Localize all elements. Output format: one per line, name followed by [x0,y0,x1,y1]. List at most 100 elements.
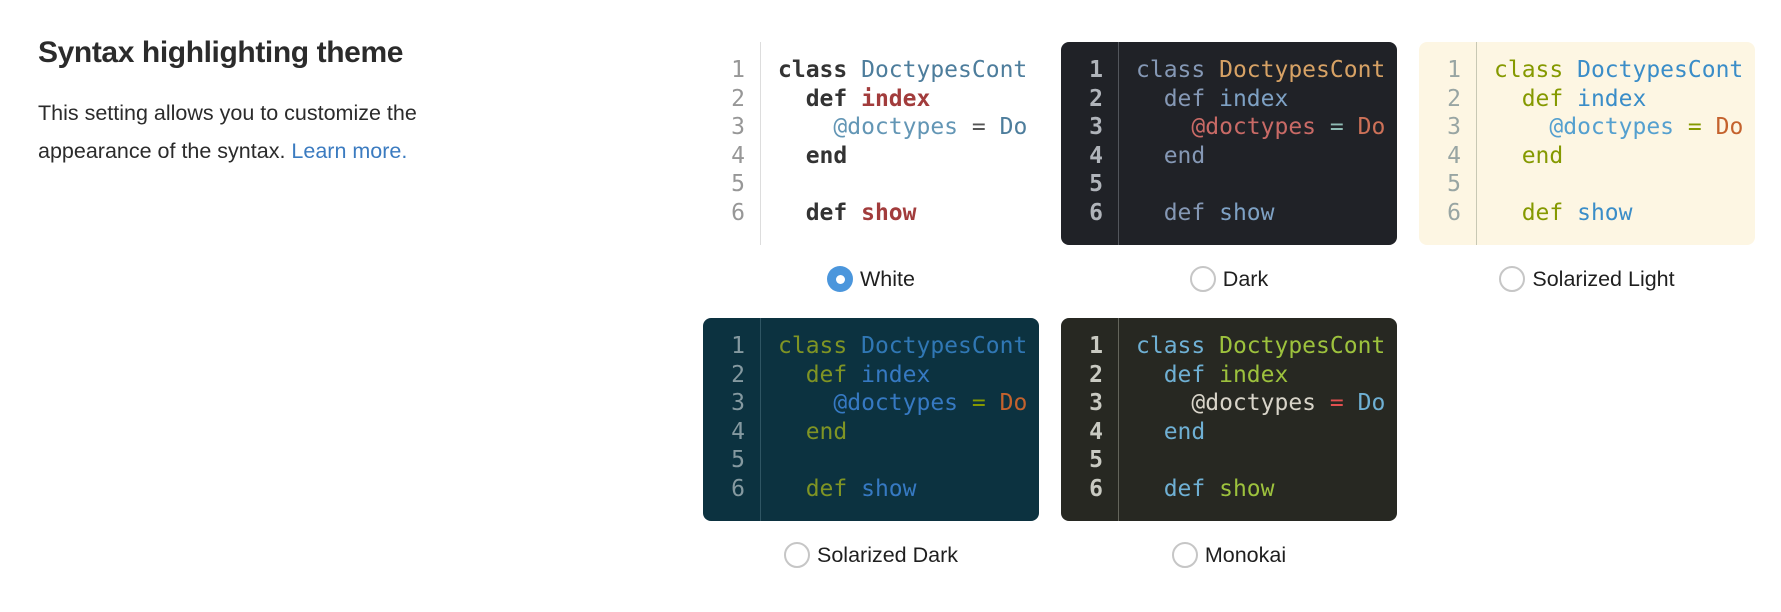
code-text: @doctypes = Do [1549,114,1744,140]
line-number: 5 [1447,171,1461,197]
line-number: 1 [1089,333,1103,359]
line-number: 5 [1089,171,1103,197]
code-text: @doctypes = Do [833,114,1028,140]
code-line: 1 class DoctypesCont [703,332,1039,361]
code-text: def index [805,85,931,112]
code-text: end [805,142,848,169]
code-text: def show [1163,475,1275,502]
code-text: def index [1521,85,1647,112]
code-text: @doctypes = Do [1191,390,1386,416]
code-line: 2 def index [1061,361,1397,390]
line-number: 3 [731,390,745,416]
code-text: def show [1521,199,1633,226]
line-number: 4 [1447,142,1461,169]
theme-label-solarized-light[interactable]: Solarized Light [1532,266,1675,291]
radio-dark-unselected[interactable] [1189,266,1216,292]
code-line: 4 end [1061,418,1397,447]
code-text: def show [805,199,917,226]
section-title: Syntax highlighting theme [38,36,404,69]
code-line: 4 end [1061,142,1397,171]
code-text: class DoctypesCont [1136,333,1386,359]
line-number: 1 [731,333,745,359]
theme-choice-solarized-dark[interactable]: Solarized Dark [703,538,1039,572]
theme-label-white[interactable]: White [860,266,915,291]
theme-label-solarized-dark[interactable]: Solarized Dark [817,542,958,567]
code-text: class DoctypesCont [778,57,1028,83]
radio-solarized-light-unselected[interactable] [1499,266,1526,292]
code-line: 3 @doctypes = Do [703,389,1039,418]
line-number: 5 [1089,447,1103,473]
theme-choice-solarized-light[interactable]: Solarized Light [1419,262,1755,296]
code-line: 1 class DoctypesCont [703,56,1039,85]
code-text [745,446,778,475]
code-text: def show [805,475,917,502]
gutter-divider [1118,318,1119,521]
theme-choice-dark[interactable]: Dark [1061,262,1397,296]
line-number: 6 [1447,199,1461,226]
code-line: 6 def show [703,199,1039,228]
code-text: end [1521,142,1564,169]
line-number: 3 [731,114,745,140]
section-description: This setting allows you to customize the… [38,94,518,170]
code-line: 5 [1419,170,1755,199]
theme-choice-monokai[interactable]: Monokai [1061,538,1397,572]
code-text: class DoctypesCont [778,333,1028,359]
line-number: 1 [731,57,745,83]
code-line: 6 def show [1061,475,1397,504]
line-number: 3 [1089,114,1103,140]
radio-white-selected[interactable] [827,266,854,292]
theme-label-monokai[interactable]: Monokai [1204,542,1287,567]
code-text [1103,446,1136,475]
line-number: 1 [1089,57,1103,83]
line-number: 4 [1089,418,1103,445]
line-number: 4 [731,418,745,445]
code-line: 3 @doctypes = Do [703,113,1039,142]
learn-more-link[interactable]: Learn more. [291,139,408,163]
line-number: 5 [731,171,745,197]
line-number: 6 [1089,199,1103,226]
code-line: 3 @doctypes = Do [1419,113,1755,142]
radio-solarized-dark-unselected[interactable] [784,542,810,568]
line-number: 5 [731,447,745,473]
code-line: 5 [703,170,1039,199]
gutter-divider [1476,42,1477,245]
line-number: 6 [1089,475,1103,502]
code-text: @doctypes = Do [1191,114,1386,140]
code-text: def index [805,361,931,388]
line-number: 2 [1089,361,1103,388]
description-text: This setting allows you to customize the… [38,101,417,163]
gutter-divider [1118,42,1119,245]
code-line: 5 [1061,446,1397,475]
code-text: def index [1163,361,1289,388]
line-number: 6 [731,199,745,226]
line-number: 6 [731,475,745,502]
line-number: 2 [1089,85,1103,112]
code-text: def show [1163,199,1275,226]
code-line: 1 class DoctypesCont [1061,332,1397,361]
line-number: 1 [1447,57,1461,83]
code-text [745,170,778,199]
radio-dot [835,274,845,284]
code-line: 2 def index [1061,85,1397,114]
code-text: @doctypes = Do [833,390,1028,416]
code-text [1103,170,1136,199]
line-number: 2 [731,85,745,112]
code-line: 3 @doctypes = Do [1061,389,1397,418]
syntax-theme-section-header: Syntax highlighting theme This setting a… [38,36,518,170]
code-line: 6 def show [1061,199,1397,228]
theme-label-dark[interactable]: Dark [1222,266,1269,291]
theme-choice-white[interactable]: White [703,262,1039,296]
radio-monokai-unselected[interactable] [1171,542,1198,568]
code-text: def index [1163,85,1289,112]
code-text: end [1163,418,1206,445]
line-number: 2 [1447,85,1461,112]
